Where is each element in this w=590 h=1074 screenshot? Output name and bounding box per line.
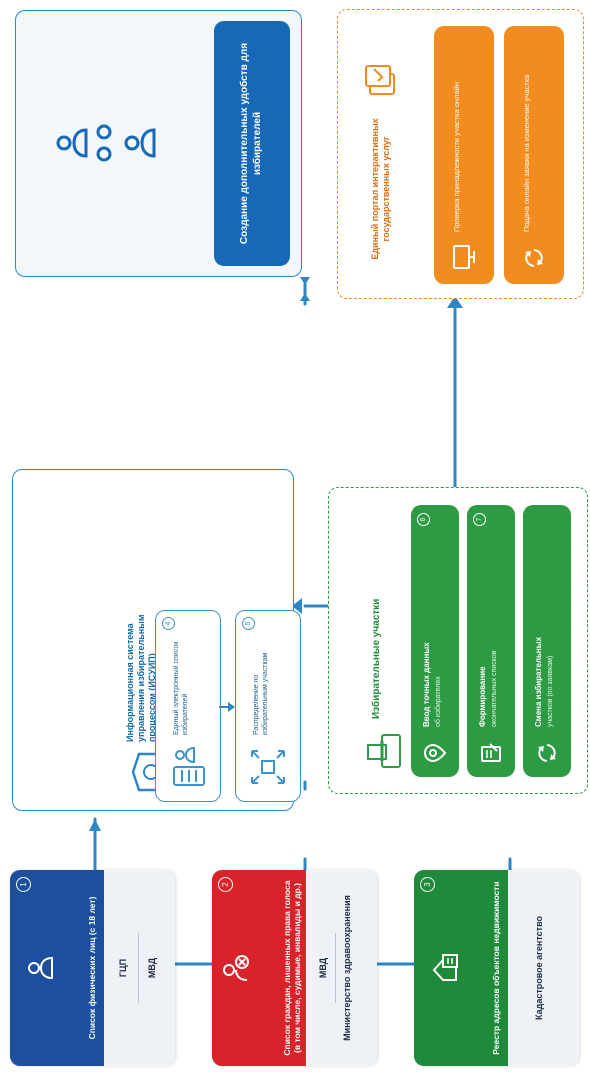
- step-number: 3: [420, 877, 435, 892]
- person-icon: [28, 956, 53, 980]
- source-line: Министерство здравоохранения: [342, 895, 352, 1041]
- polling-stations-panel: Избирательные участки Ввод точных данных…: [328, 487, 588, 794]
- station-step-change: Смена избирательных участков (по заявкам…: [523, 505, 571, 777]
- step-number: 6: [417, 513, 430, 526]
- conveniences-label: Создание дополнительных удобств для изби…: [214, 21, 290, 266]
- person-denied-icon: [223, 955, 249, 981]
- step-subtitle: окончательных списков: [491, 650, 498, 728]
- step-title: Смена избирательных: [534, 636, 543, 727]
- arrow-head: [447, 296, 463, 308]
- service-label: Подача онлайн заявки на изменение участк…: [522, 74, 531, 232]
- divider: [138, 933, 139, 1003]
- box-label: Единый электронный список избирателей: [173, 641, 189, 735]
- arrow-head: [300, 277, 310, 285]
- source-card-header: 2 Список граждан, лишенных права голоса …: [212, 870, 306, 1066]
- source-card-body: МВД Министерство здравоохранения: [306, 870, 377, 1066]
- box-label: Распределение по избирательным участкам: [253, 652, 269, 735]
- source-card-cadastre: 3 Реестр адресов объектов недвижимости К…: [414, 870, 579, 1066]
- step-subtitle: об избирателях: [435, 676, 442, 727]
- stations-title: Избирательные участки: [371, 598, 382, 719]
- service-label: Проверка принадлежности участка онлайн: [452, 82, 461, 232]
- portal-title: Единый портал интерактивных государствен…: [370, 118, 391, 260]
- down-arrow: [219, 702, 235, 712]
- house-document-icon: [432, 954, 458, 981]
- location-pin-icon: [423, 743, 447, 763]
- refresh-icon: [538, 744, 556, 762]
- source-card-disenfranchised: 2 Список граждан, лишенных права голоса …: [212, 870, 377, 1066]
- people-group-icon: [56, 124, 156, 162]
- portal-service-check: Проверка принадлежности участка онлайн: [434, 26, 494, 284]
- source-card-body: ГЦП МВД: [104, 870, 175, 1066]
- source-card-individuals: 1 Список физических лиц (с 18 лет) ГЦП М…: [10, 870, 175, 1066]
- source-card-body: Кадастровое агентство: [508, 870, 579, 1066]
- source-title: Список граждан, лишенных права голоса (в…: [282, 880, 302, 1056]
- portal-service-change: Подача онлайн заявки на изменение участк…: [504, 26, 564, 284]
- source-title: Список физических лиц (с 18 лет): [87, 896, 97, 1040]
- step-title: Ввод точных данных: [422, 642, 431, 727]
- portal-documents-icon: [365, 65, 395, 95]
- source-line: МВД: [318, 957, 328, 979]
- server-people-icon: [173, 746, 205, 786]
- refresh-icon: [525, 249, 543, 267]
- step-title: Формирование: [478, 666, 487, 727]
- egov-portal-panel: Единый портал интерактивных государствен…: [337, 9, 584, 299]
- isup-system-panel: Информационная система управления избира…: [12, 469, 301, 811]
- source-line: ГЦП: [118, 958, 128, 978]
- monitor-icon: [453, 245, 475, 269]
- source-title: Реестр адресов объектов недвижимости: [491, 881, 501, 1055]
- source-card-header: 3 Реестр адресов объектов недвижимости: [414, 870, 508, 1066]
- divider: [335, 933, 336, 1003]
- station-step-data-entry: Ввод точных данных об избирателях 6: [411, 505, 459, 777]
- step-number: 7: [473, 513, 486, 526]
- arrow-head: [89, 819, 101, 831]
- distribution-arrows-icon: [251, 750, 285, 784]
- station-step-final-lists: Формирование окончательных списков 7: [467, 505, 515, 777]
- step-number: 1: [16, 877, 31, 892]
- arrow-head: [300, 293, 310, 301]
- source-card-header: 1 Список физических лиц (с 18 лет): [10, 870, 104, 1066]
- isup-distribution-box: 5 Распределение по избирательным участка…: [235, 610, 301, 802]
- voter-conveniences-panel: Создание дополнительных удобств для изби…: [15, 10, 302, 277]
- document-edit-icon: [481, 743, 501, 762]
- arrow-head: [292, 598, 302, 614]
- isup-voter-list-box: 4 Единый электронный список избирателей: [155, 610, 221, 802]
- isup-title: Информационная система управления избира…: [125, 614, 157, 742]
- ballot-box-icon: [367, 734, 401, 768]
- source-line: Кадастровое агентство: [534, 916, 544, 1020]
- source-line: МВД: [147, 957, 157, 979]
- step-subtitle: участков (по заявкам): [547, 655, 554, 727]
- step-number: 2: [218, 877, 233, 892]
